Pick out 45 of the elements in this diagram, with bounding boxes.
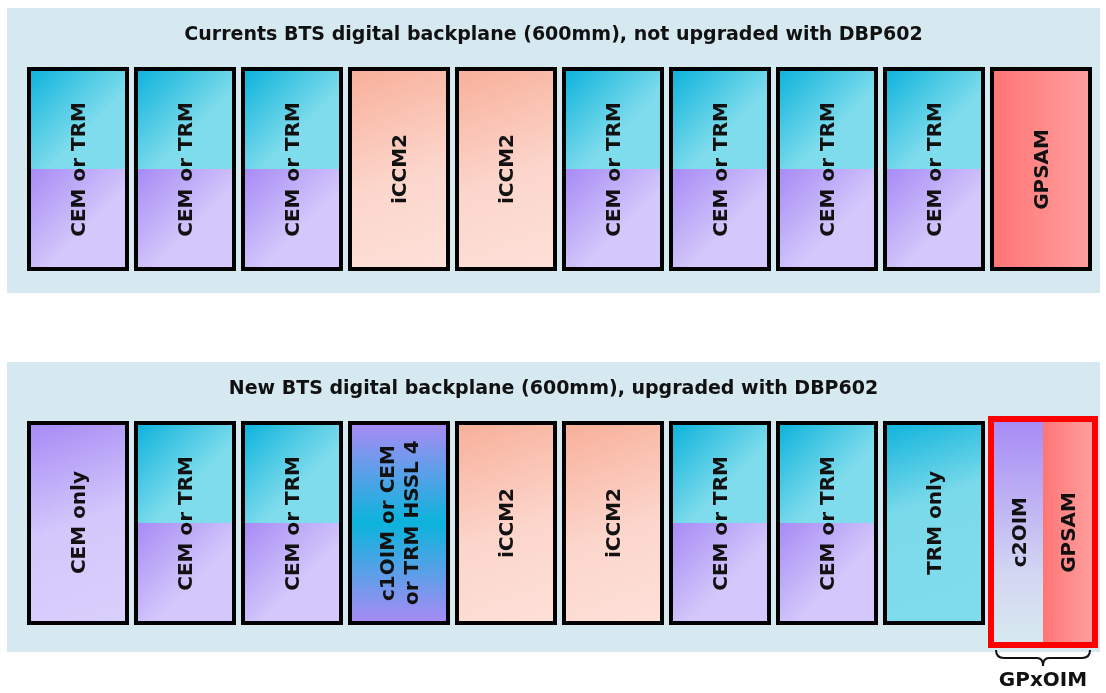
backplane-panel: [7, 8, 1100, 293]
module-label: CEM or TRM: [708, 455, 732, 591]
module-label: iCCM2: [494, 488, 518, 558]
module-slot: [669, 67, 771, 271]
module-slot: [776, 421, 878, 625]
module-slot: [883, 67, 985, 271]
module-slot: [990, 67, 1092, 271]
module-label: c2OIM: [1006, 496, 1031, 568]
module-label: CEM or TRM: [708, 101, 732, 237]
module-label: iCCM2: [494, 134, 518, 204]
module-label: GPSAM: [1055, 491, 1080, 573]
module-label: CEM or TRM: [173, 455, 197, 591]
module-label: TRM only: [922, 471, 946, 575]
module-slot: [241, 67, 343, 271]
module-slot: [27, 67, 129, 271]
module-label: CEM only: [66, 471, 90, 575]
module-slot: [455, 421, 557, 625]
module-slot: [562, 67, 664, 271]
module-label: CEM or TRM: [66, 101, 90, 237]
module-label: iCCM2: [387, 134, 411, 204]
module-slot: [241, 421, 343, 625]
module-label: c1OIM or CEM or TRM HSSL 4: [375, 439, 423, 608]
module-label: CEM or TRM: [280, 455, 304, 591]
panel-title: New BTS digital backplane (600mm), upgraded with DBP602: [227, 376, 880, 398]
module-label: CEM or TRM: [601, 101, 625, 237]
panel-title: Currents BTS digital backplane (600mm), not upgraded with DBP602: [183, 22, 924, 44]
group-label: GPxOIM: [997, 668, 1089, 690]
module-label: CEM or TRM: [922, 101, 946, 237]
module-slot: [348, 67, 450, 271]
module-slot: [348, 421, 450, 625]
module-slot: [134, 421, 236, 625]
module-label: CEM or TRM: [815, 455, 839, 591]
module-slot: [455, 67, 557, 271]
module-slot: [134, 67, 236, 271]
module-label: CEM or TRM: [173, 101, 197, 237]
module-slot: [776, 67, 878, 271]
module-slot: [27, 421, 129, 625]
module-slot: [562, 421, 664, 625]
module-label: CEM or TRM: [815, 101, 839, 237]
module-slot: [883, 421, 985, 625]
module-slot: [669, 421, 771, 625]
module-slot: [1043, 422, 1092, 642]
module-label: CEM or TRM: [280, 101, 304, 237]
module-label: iCCM2: [601, 488, 625, 558]
module-label: GPSAM: [1029, 128, 1053, 210]
